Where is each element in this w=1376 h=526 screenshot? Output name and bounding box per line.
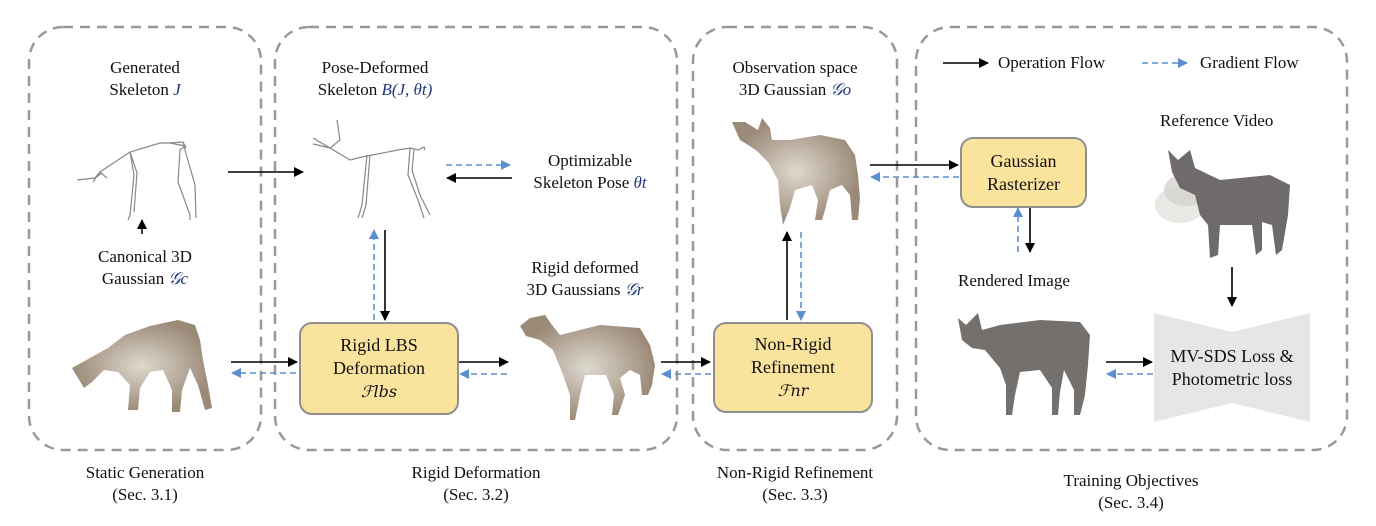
generated-skeleton-label: Generated Skeleton J (70, 57, 220, 101)
caption-title: Rigid Deformation (411, 463, 541, 482)
caption-title: Non-Rigid Refinement (716, 463, 874, 482)
label-line: Pose-Deformed (321, 58, 429, 77)
rigid-deformed-label: Rigid deformed 3D Gaussians 𝒢r (505, 257, 665, 301)
math-symbol: 𝒢o (830, 80, 852, 99)
box-line: Rasterizer (987, 173, 1060, 194)
label-line: Optimizable (547, 151, 633, 170)
observation-space-label: Observation space 3D Gaussian 𝒢o (710, 57, 880, 101)
label-line: Skeleton Pose (533, 173, 634, 192)
box-line: Refinement (751, 357, 835, 377)
caption-section: (Sec. 3.3) (762, 485, 828, 504)
rigid-deformed-gaussian-image (520, 315, 655, 420)
box-line: MV-SDS Loss & (1170, 346, 1294, 366)
caption-non-rigid-refinement: Non-Rigid Refinement (Sec. 3.3) (695, 462, 895, 506)
label-line: Generated (110, 58, 180, 77)
caption-section: (Sec. 3.4) (1098, 493, 1164, 512)
rigid-lbs-deformation-box: Rigid LBS Deformation ℱlbs (299, 322, 459, 415)
reference-video-image (1155, 150, 1290, 258)
caption-training-objectives: Training Objectives (Sec. 3.4) (1031, 470, 1231, 514)
pose-deformed-skeleton-image (312, 119, 431, 219)
math-symbol: 𝒢c (168, 269, 189, 288)
caption-static-generation: Static Generation (Sec. 3.1) (45, 462, 245, 506)
box-line: Rigid LBS (340, 335, 418, 355)
label-line: Gaussian (101, 269, 169, 288)
math-symbol: ℱnr (777, 381, 809, 400)
box-line: Non-Rigid (754, 334, 832, 354)
non-rigid-refinement-box: Non-Rigid Refinement ℱnr (713, 322, 873, 413)
caption-section: (Sec. 3.2) (443, 485, 509, 504)
panel-training-objectives (914, 25, 1349, 452)
label-line: Canonical 3D (98, 247, 192, 266)
box-line: Photometric loss (1171, 369, 1293, 389)
panel-rigid-deformation (273, 25, 679, 452)
math-symbol: θt (633, 173, 647, 192)
caption-title: Static Generation (85, 463, 205, 482)
generated-skeleton-image (76, 141, 197, 221)
optimizable-pose-label: Optimizable Skeleton Pose θt (510, 150, 670, 194)
caption-section: (Sec. 3.1) (112, 485, 178, 504)
reference-video-label: Reference Video (1160, 111, 1274, 130)
math-symbol: ℱlbs (360, 382, 398, 401)
pose-deformed-skeleton-label: Pose-Deformed Skeleton B(J, θt) (290, 57, 460, 101)
label-line: Skeleton (317, 80, 382, 99)
canonical-gaussian-image (72, 320, 212, 412)
math-symbol: 𝒢r (624, 280, 644, 299)
canonical-gaussian-label: Canonical 3D Gaussian 𝒢c (60, 246, 230, 290)
panel-non-rigid-refinement (691, 25, 899, 452)
caption-rigid-deformation: Rigid Deformation (Sec. 3.2) (376, 462, 576, 506)
label-line: Skeleton (109, 80, 174, 99)
label-line: Observation space (732, 58, 858, 77)
gaussian-rasterizer-box: Gaussian Rasterizer (960, 137, 1087, 208)
legend-gradient-label: Gradient Flow (1200, 53, 1299, 72)
observation-gaussian-image (732, 118, 860, 225)
panel-static-generation (27, 25, 263, 452)
loss-label: MV-SDS Loss & Photometric loss (1154, 345, 1310, 391)
caption-title: Training Objectives (1063, 471, 1199, 490)
label-line: Rigid deformed (531, 258, 639, 277)
box-line: Gaussian (990, 150, 1057, 171)
rendered-image-label: Rendered Image (958, 271, 1070, 290)
label-line: 3D Gaussians (526, 280, 625, 299)
loss-shape (1154, 313, 1310, 422)
math-symbol: B(J, θt) (381, 80, 433, 99)
math-symbol: J (173, 80, 181, 99)
label-line: 3D Gaussian (738, 80, 831, 99)
box-line: Deformation (333, 358, 425, 378)
legend-operation-label: Operation Flow (998, 53, 1106, 72)
rendered-image (958, 313, 1090, 415)
